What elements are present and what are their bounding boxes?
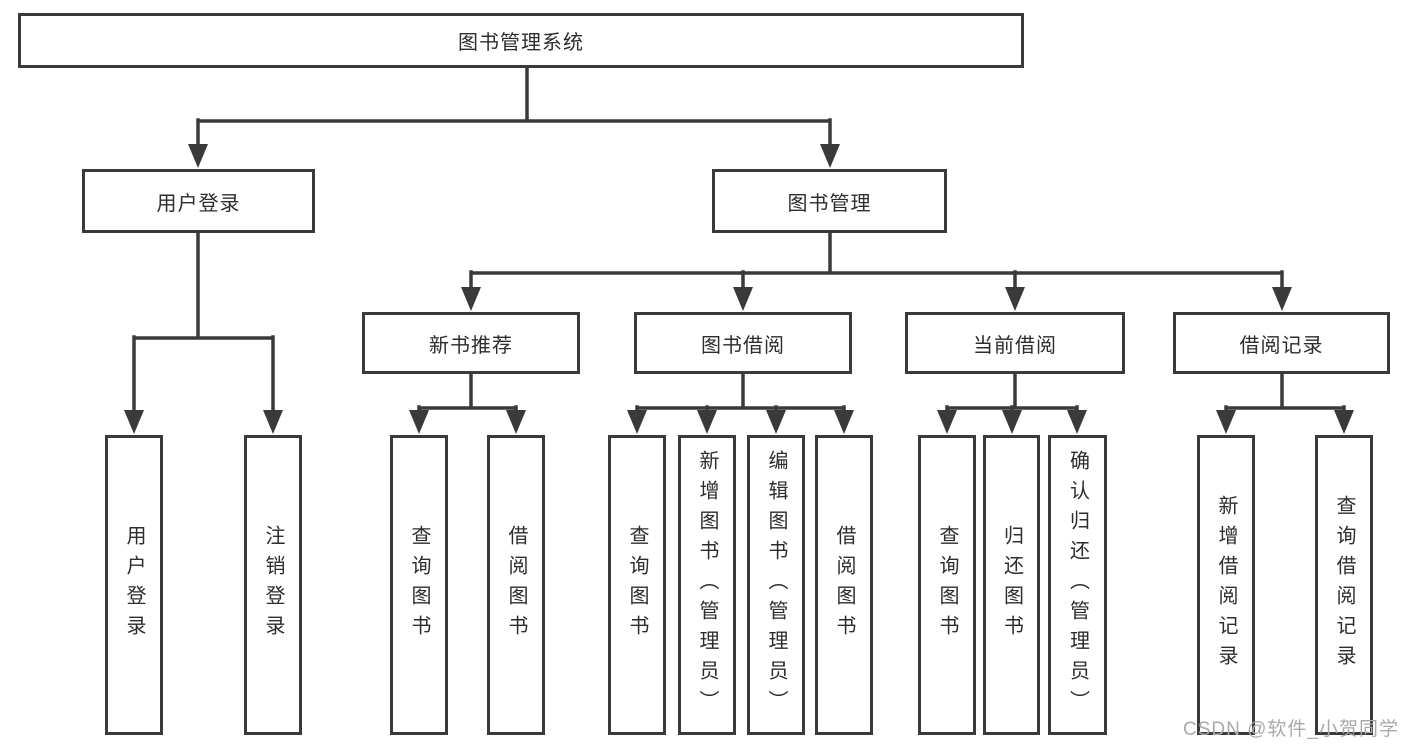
- leaf-current-query-books-label: 查询图书: [936, 525, 958, 645]
- node-root-label: 图书管理系统: [458, 32, 584, 54]
- node-book-borrow: 图书借阅: [634, 312, 852, 374]
- leaf-recommend-borrow-books-label: 借阅图书: [505, 525, 527, 645]
- leaf-borrow-edit-books-admin: 编辑图书（管理员）: [747, 435, 805, 735]
- node-book-management-label: 图书管理: [787, 192, 872, 215]
- leaf-borrow-edit-books-admin-label: 编辑图书（管理员）: [765, 450, 787, 720]
- node-root: 图书管理系统: [18, 13, 1024, 68]
- leaf-borrow-query-books: 查询图书: [608, 435, 666, 735]
- node-new-book-recommend: 新书推荐: [362, 312, 580, 374]
- leaf-user-login: 用户登录: [105, 435, 163, 735]
- leaf-borrow-add-books-admin: 新增图书（管理员）: [678, 435, 736, 735]
- node-borrow-records-label: 借阅记录: [1239, 334, 1324, 357]
- leaf-record-add-record: 新增借阅记录: [1197, 435, 1255, 735]
- node-borrow-records: 借阅记录: [1173, 312, 1390, 374]
- leaf-current-return-books-label: 归还图书: [1000, 525, 1023, 645]
- node-book-borrow-label: 图书借阅: [701, 334, 785, 357]
- leaf-current-return-books: 归还图书: [983, 435, 1040, 735]
- leaf-logout: 注销登录: [244, 435, 302, 735]
- leaf-current-confirm-return-admin: 确认归还（管理员）: [1048, 435, 1107, 735]
- leaf-borrow-borrow-books: 借阅图书: [815, 435, 873, 735]
- leaf-recommend-query-books: 查询图书: [390, 435, 448, 735]
- leaf-recommend-query-books-label: 查询图书: [408, 525, 430, 645]
- arrowheads: [124, 144, 1354, 434]
- leaf-recommend-borrow-books: 借阅图书: [487, 435, 545, 735]
- leaf-borrow-borrow-books-label: 借阅图书: [833, 525, 855, 645]
- leaf-user-login-label: 用户登录: [123, 525, 145, 645]
- leaf-record-query-record: 查询借阅记录: [1315, 435, 1373, 735]
- node-new-book-recommend-label: 新书推荐: [429, 334, 513, 357]
- node-user-login-label: 用户登录: [156, 192, 241, 215]
- node-user-login: 用户登录: [82, 169, 315, 233]
- node-current-borrow: 当前借阅: [905, 312, 1125, 374]
- leaf-record-query-record-label: 查询借阅记录: [1333, 495, 1355, 675]
- leaf-current-query-books: 查询图书: [918, 435, 976, 735]
- leaf-borrow-query-books-label: 查询图书: [626, 525, 648, 645]
- leaf-logout-label: 注销登录: [262, 525, 284, 645]
- leaf-record-add-record-label: 新增借阅记录: [1215, 495, 1237, 675]
- leaf-current-confirm-return-admin-label: 确认归还（管理员）: [1066, 450, 1089, 720]
- leaf-borrow-add-books-admin-label: 新增图书（管理员）: [696, 450, 718, 720]
- node-book-management: 图书管理: [712, 169, 947, 233]
- node-current-borrow-label: 当前借阅: [973, 334, 1057, 357]
